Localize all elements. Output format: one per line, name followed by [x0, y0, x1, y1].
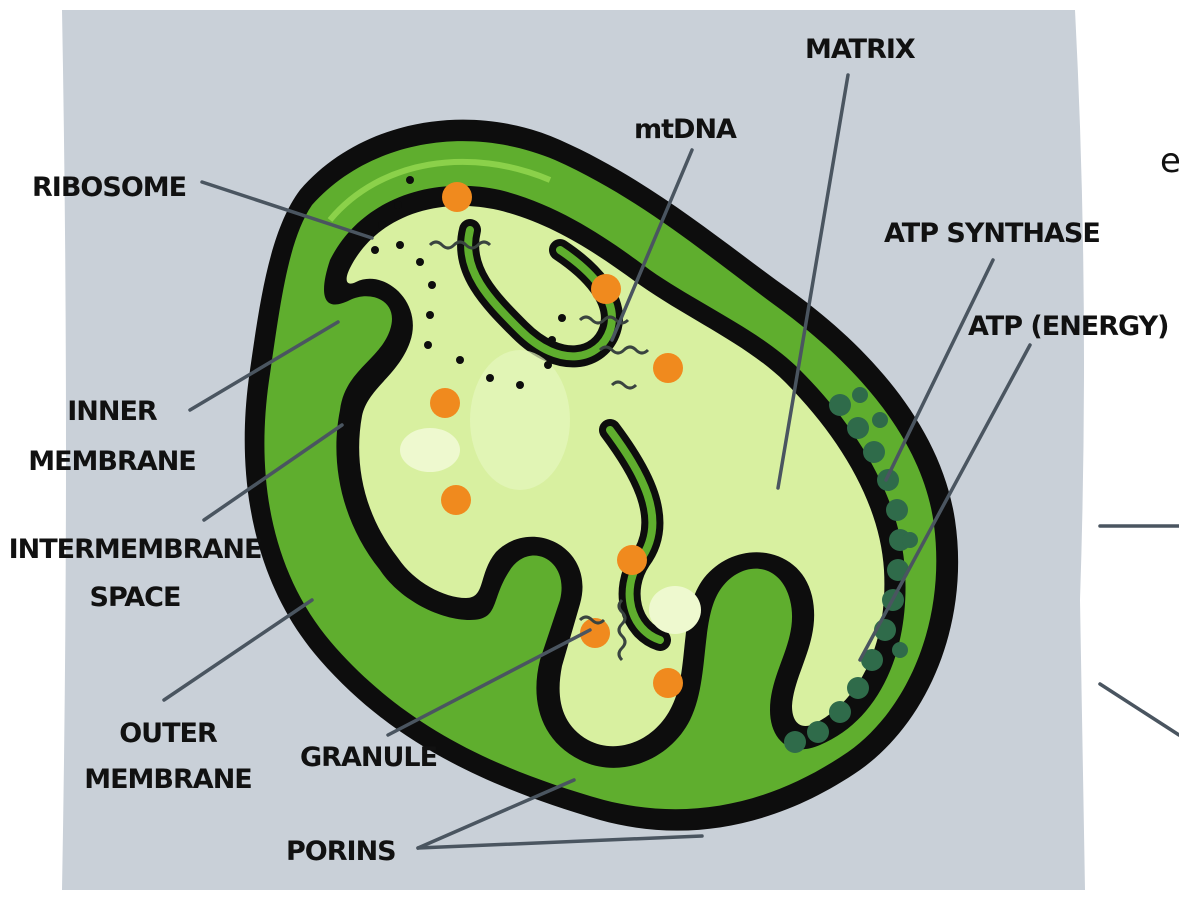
label-outer-membrane-line1: OUTER	[119, 718, 218, 749]
label-atp-synthase: ATP SYNTHASE	[884, 218, 1100, 249]
granule	[591, 274, 621, 304]
label-cropped-letter: e	[1160, 141, 1179, 181]
granule	[653, 353, 683, 383]
label-mtdna: mtDNA	[634, 114, 737, 145]
granule	[441, 485, 471, 515]
label-intermembrane-line2: SPACE	[90, 582, 181, 613]
label-granule: GRANULE	[300, 742, 437, 773]
label-matrix: MATRIX	[805, 34, 916, 65]
label-outer-membrane-line2: MEMBRANE	[84, 764, 252, 795]
label-atp-energy: ATP (ENERGY)	[968, 311, 1168, 342]
label-porins: PORINS	[286, 836, 396, 867]
granule	[442, 182, 472, 212]
label-ribosome: RIBOSOME	[32, 172, 186, 203]
granule	[430, 388, 460, 418]
granule	[617, 545, 647, 575]
label-intermembrane-line1: INTERMEMBRANE	[9, 534, 262, 565]
label-inner-membrane-line1: INNER	[67, 396, 158, 427]
granule	[653, 668, 683, 698]
label-inner-membrane-line2: MEMBRANE	[28, 446, 196, 477]
